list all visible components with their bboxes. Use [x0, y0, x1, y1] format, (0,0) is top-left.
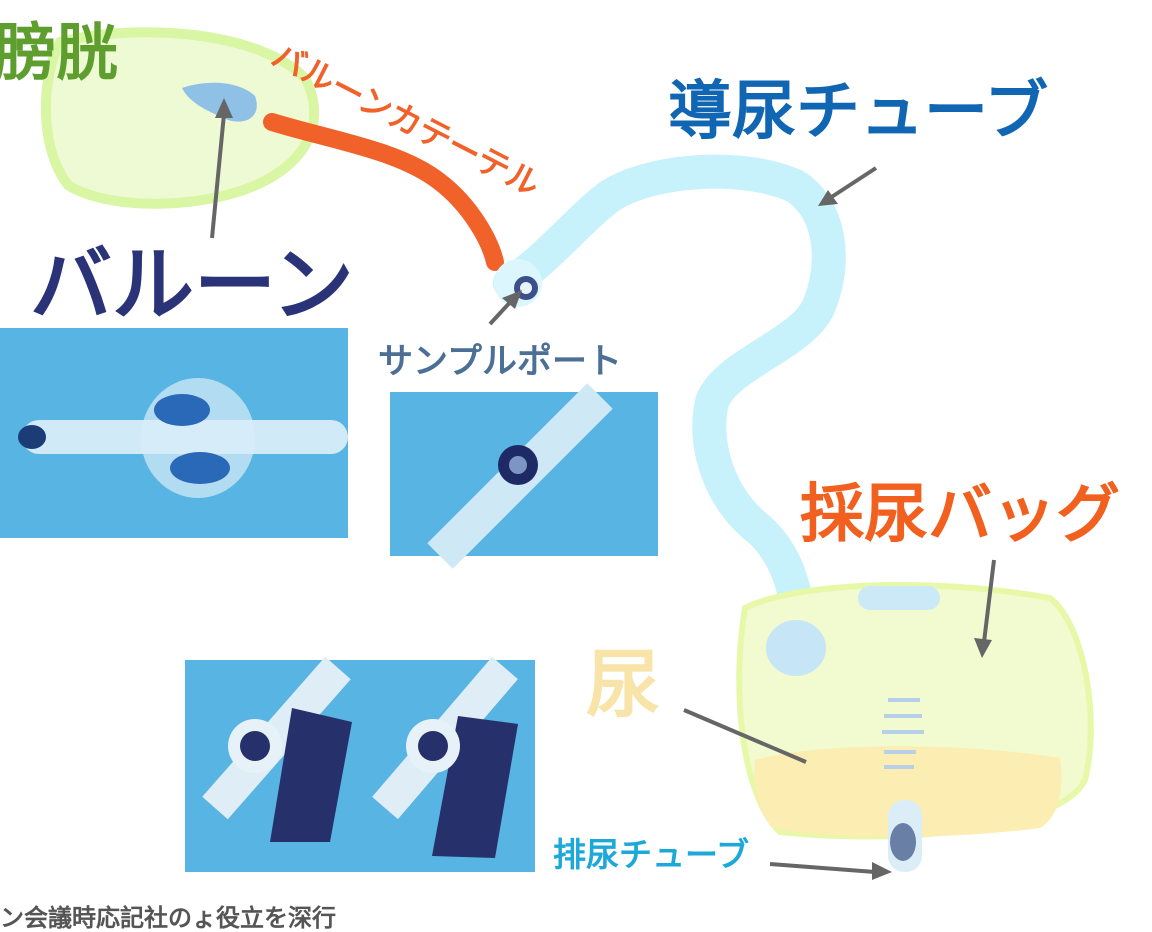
- urine-label: 尿: [586, 642, 660, 728]
- bladder-label: 膀胱: [0, 16, 119, 89]
- arrow-urine-bag-head: [974, 638, 992, 658]
- tube-end-in-bag: [766, 620, 826, 676]
- arrow-sample-port-head: [502, 290, 522, 309]
- arrow-drain-tube-head: [872, 862, 892, 880]
- arrow-urine: [683, 708, 807, 764]
- sample-port-label: サンプルポート: [378, 342, 622, 382]
- footer-caption: ン会議時応記社のょ役立を深行: [0, 904, 336, 932]
- bag-handle: [858, 586, 940, 610]
- drain-tube-cap: [890, 823, 916, 861]
- balloon-in-bladder: [182, 82, 257, 122]
- sample-port-hole: [520, 282, 532, 294]
- balloon-catheter: [263, 113, 504, 271]
- urine-fill: [754, 746, 1062, 838]
- valves-photo: [185, 656, 535, 872]
- drainage-tube-label: 導尿チューブ: [668, 75, 1049, 149]
- arrow-balloon: [210, 113, 226, 239]
- drainage-tube-shape: [493, 154, 846, 659]
- drain-tube-label: 排尿チューブ: [553, 835, 750, 874]
- arrow-urine-bag: [982, 559, 996, 643]
- arrow-drainage-tube: [828, 166, 878, 200]
- urine-bag-label: 採尿バッグ: [800, 478, 1120, 552]
- balloon-label: バルーン: [30, 238, 354, 333]
- balloon-photo: [0, 328, 348, 538]
- arrow-drainage-tube-head: [818, 190, 838, 206]
- sample-port-photo: [390, 383, 658, 569]
- bladder-shape: [40, 27, 320, 209]
- arrow-drain-tube: [769, 862, 876, 874]
- arrow-balloon-head: [215, 98, 233, 118]
